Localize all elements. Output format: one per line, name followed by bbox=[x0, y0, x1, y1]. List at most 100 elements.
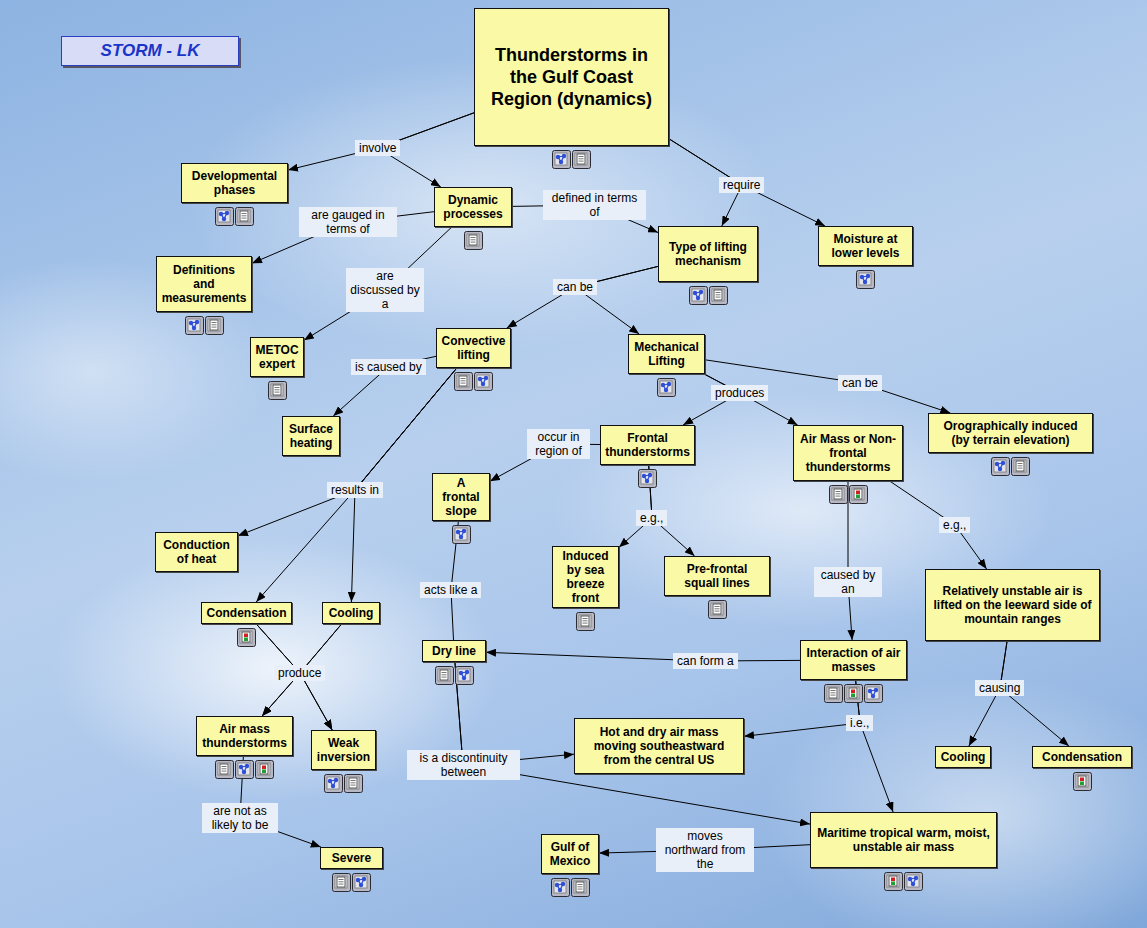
map-glyph bbox=[242, 770, 246, 774]
icon-face bbox=[240, 631, 252, 643]
link-icons bbox=[708, 600, 727, 619]
root-concept-box: Thunderstorms in the Gulf Coast Region (… bbox=[474, 8, 669, 146]
icon-button bbox=[573, 151, 591, 169]
map-glyph bbox=[860, 275, 864, 279]
link-icons bbox=[435, 666, 474, 685]
concept-box: METOC expert bbox=[250, 337, 304, 377]
link-label: are discussed by a bbox=[346, 268, 424, 312]
link-icons bbox=[452, 525, 471, 544]
page-line bbox=[461, 378, 466, 379]
concept-box: A frontal slope bbox=[432, 473, 490, 521]
connector bbox=[619, 465, 652, 547]
concept-box: Air mass thunderstorms bbox=[196, 716, 293, 756]
page-line bbox=[212, 322, 217, 323]
concept-text: Convective lifting bbox=[441, 334, 506, 362]
concept-text: Developmental phases bbox=[186, 169, 283, 197]
image-glyph bbox=[851, 694, 855, 698]
page-line bbox=[461, 383, 466, 384]
page-line bbox=[212, 324, 217, 325]
map-glyph bbox=[664, 388, 668, 392]
icon-face bbox=[458, 669, 470, 681]
image-glyph bbox=[244, 634, 248, 638]
icon-button bbox=[710, 287, 728, 305]
icon-button bbox=[992, 458, 1010, 476]
connector bbox=[669, 139, 825, 226]
page-glyph bbox=[210, 320, 218, 330]
link-label: moves northward from the bbox=[656, 828, 754, 872]
page-line bbox=[578, 886, 583, 887]
link-label: e.g., bbox=[939, 517, 970, 533]
connector bbox=[333, 356, 436, 416]
map-glyph bbox=[911, 882, 915, 886]
icon-button bbox=[1074, 773, 1092, 791]
icon-button bbox=[552, 879, 570, 897]
connector bbox=[288, 113, 474, 170]
icon-button bbox=[238, 629, 256, 647]
page-glyph bbox=[260, 764, 268, 774]
concept-text: Condensation bbox=[207, 606, 287, 620]
concept-text: Maritime tropical warm, moist, unstable … bbox=[815, 826, 992, 854]
map-glyph bbox=[331, 784, 335, 788]
icon-face bbox=[660, 381, 672, 393]
concept-box: Gulf of Mexico bbox=[541, 834, 599, 874]
icon-button bbox=[186, 317, 204, 335]
page-line bbox=[715, 611, 720, 612]
page-line bbox=[339, 884, 344, 885]
map-glyph bbox=[456, 530, 460, 534]
concept-text: Weak inversion bbox=[316, 736, 371, 764]
concept-box: Induced by sea breeze front bbox=[552, 546, 619, 608]
icon-face bbox=[554, 881, 566, 893]
page-line bbox=[222, 771, 227, 772]
image-glyph bbox=[244, 638, 248, 642]
icon-face bbox=[827, 687, 839, 699]
link-label: defined in terms of bbox=[543, 190, 646, 220]
icon-face bbox=[847, 687, 859, 699]
icon-face bbox=[887, 875, 899, 887]
page-line bbox=[578, 884, 583, 885]
icon-button bbox=[453, 526, 471, 544]
icon-button bbox=[709, 601, 727, 619]
icon-button bbox=[236, 761, 254, 779]
icon-button bbox=[865, 685, 883, 703]
icon-button bbox=[465, 232, 483, 250]
concept-text: Dynamic processes bbox=[439, 193, 507, 221]
concept-box: Type of lifting mechanism bbox=[658, 226, 758, 282]
map-glyph bbox=[356, 878, 360, 882]
page-glyph bbox=[273, 385, 281, 395]
concept-text: A frontal slope bbox=[437, 476, 485, 518]
map-glyph bbox=[459, 671, 463, 675]
concept-text: Definitions and measurements bbox=[161, 263, 247, 305]
map-glyph bbox=[556, 155, 560, 159]
page-glyph bbox=[849, 688, 857, 698]
map-glyph bbox=[648, 473, 652, 477]
concept-box: Cooling bbox=[935, 746, 991, 768]
concept-box: Mechanical Lifting bbox=[628, 334, 705, 374]
icon-face bbox=[355, 876, 367, 888]
map-glyph bbox=[478, 377, 482, 381]
icon-face bbox=[555, 153, 567, 165]
map-glyph bbox=[362, 877, 366, 881]
concept-text: STORM - LK bbox=[101, 41, 200, 61]
icon-button bbox=[830, 486, 848, 504]
concept-text: Relatively unstable air is lifted on the… bbox=[930, 584, 1095, 626]
connector bbox=[238, 368, 457, 536]
link-icons bbox=[268, 381, 287, 400]
concept-box: Severe bbox=[320, 847, 383, 869]
image-glyph bbox=[891, 882, 895, 886]
page-line bbox=[275, 387, 280, 388]
connector bbox=[256, 368, 457, 602]
icon-face bbox=[994, 460, 1006, 472]
map-glyph bbox=[459, 535, 463, 539]
link-label: involve bbox=[355, 140, 400, 156]
icon-face bbox=[258, 763, 270, 775]
connector bbox=[705, 360, 950, 413]
page-line bbox=[351, 782, 356, 783]
icon-button bbox=[475, 373, 493, 391]
concept-box: Interaction of air masses bbox=[800, 640, 907, 680]
icon-face bbox=[867, 687, 879, 699]
page-line bbox=[583, 618, 588, 619]
map-glyph bbox=[225, 211, 229, 215]
concept-box: Maritime tropical warm, moist, unstable … bbox=[810, 812, 997, 868]
link-label: i.e., bbox=[846, 715, 873, 731]
